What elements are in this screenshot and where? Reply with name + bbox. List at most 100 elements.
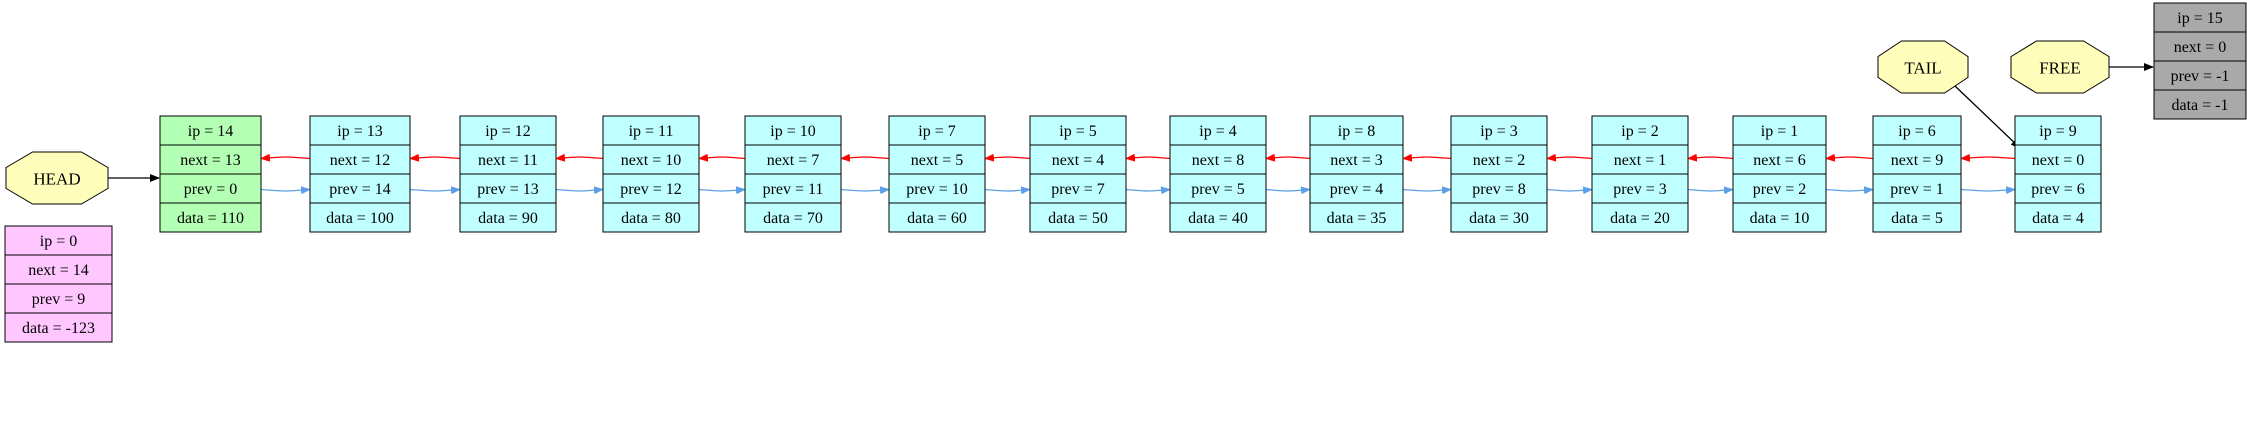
prev-pointer-arrow [840, 186, 890, 195]
list-node: ip = 7 next = 5 prev = 10 data = 60 [888, 115, 986, 233]
field-ip: ip = 3 [1480, 123, 1517, 140]
field-data: data = 5 [1891, 210, 1943, 227]
label-text: HEAD [33, 170, 80, 189]
label-text: TAIL [1904, 59, 1941, 78]
field-prev: prev = 12 [620, 181, 681, 198]
field-next: next = 3 [1330, 152, 1383, 169]
field-prev: prev = 0 [184, 181, 237, 198]
field-prev: prev = 3 [1613, 181, 1666, 198]
field-prev: prev = 11 [763, 181, 824, 198]
field-data: data = 20 [1610, 210, 1670, 227]
field-data: data = 60 [907, 210, 967, 227]
field-next: next = 14 [28, 262, 89, 279]
field-next: next = 13 [180, 152, 241, 169]
prev-pointer-arrow [555, 186, 604, 195]
octagon-shape [2010, 40, 2110, 94]
prev-pointer-arrow [1960, 186, 2016, 195]
field-data: data = -1 [2172, 97, 2229, 114]
field-next: next = 0 [2032, 152, 2085, 169]
edges [108, 63, 2154, 195]
field-data: data = 70 [763, 210, 823, 227]
field-ip: ip = 5 [1059, 123, 1096, 140]
field-next: next = 9 [1891, 152, 1944, 169]
label-text: FREE [2039, 59, 2081, 78]
field-ip: ip = 12 [485, 123, 530, 140]
next-pointer-arrow [840, 153, 890, 162]
field-next: next = 10 [621, 152, 682, 169]
next-pointer-arrow [260, 153, 311, 162]
field-prev: prev = 10 [906, 181, 967, 198]
next-pointer-arrow [1125, 153, 1171, 162]
field-prev: prev = 6 [2031, 181, 2084, 198]
field-prev: prev = 14 [329, 181, 390, 198]
next-pointer-arrow [1825, 153, 1874, 162]
field-prev: prev = 9 [32, 291, 85, 308]
field-ip: ip = 11 [629, 123, 674, 140]
field-prev: prev = 4 [1330, 181, 1383, 198]
field-next: next = 6 [1753, 152, 1806, 169]
field-ip: ip = 13 [337, 123, 382, 140]
field-ip: ip = 1 [1761, 123, 1798, 140]
list-node: ip = 1 next = 6 prev = 2 data = 10 [1732, 115, 1827, 233]
head-label: HEAD [5, 151, 109, 205]
octagon-shape [5, 151, 109, 205]
next-pointer-arrow [698, 153, 746, 162]
field-prev: prev = 2 [1753, 181, 1806, 198]
field-data: data = 35 [1327, 210, 1387, 227]
prev-pointer-arrow [984, 186, 1031, 195]
field-prev: prev = 1 [1890, 181, 1943, 198]
field-data: data = 30 [1469, 210, 1529, 227]
field-next: next = 11 [478, 152, 538, 169]
field-data: data = 100 [326, 210, 394, 227]
prev-pointer-arrow [1402, 186, 1452, 195]
field-next: next = 12 [330, 152, 391, 169]
field-next: next = 4 [1052, 152, 1105, 169]
list-node: ip = 12 next = 11 prev = 13 data = 90 [459, 115, 557, 233]
field-data: data = 50 [1048, 210, 1108, 227]
field-next: next = 5 [911, 152, 964, 169]
field-next: next = 8 [1192, 152, 1245, 169]
prev-pointer-arrow [698, 186, 746, 195]
prev-pointer-arrow [1125, 186, 1171, 195]
field-ip: ip = 7 [918, 123, 955, 140]
field-next: next = 7 [767, 152, 820, 169]
prev-pointer-arrow [409, 186, 461, 195]
next-pointer-arrow [409, 153, 461, 162]
field-data: data = 110 [177, 210, 244, 227]
free-label: FREE [2010, 40, 2110, 94]
prev-pointer-arrow [1687, 186, 1734, 195]
field-next: next = 1 [1614, 152, 1667, 169]
pointer-labels: HEAD TAIL FREE [5, 40, 2110, 205]
next-pointer-arrow [1546, 153, 1593, 162]
prev-pointer-arrow [1265, 186, 1311, 195]
field-data: data = -123 [22, 320, 95, 337]
list-node: ip = 13 next = 12 prev = 14 data = 100 [309, 115, 411, 233]
octagon-shape [1877, 40, 1969, 94]
next-pointer-arrow [1265, 153, 1311, 162]
field-data: data = 90 [478, 210, 538, 227]
tail-label: TAIL [1877, 40, 1969, 94]
field-data: data = 10 [1750, 210, 1810, 227]
prev-pointer-arrow [1825, 186, 1874, 195]
prev-pointer-arrow [1546, 186, 1593, 195]
field-prev: prev = 5 [1191, 181, 1244, 198]
prev-pointer-arrow [260, 186, 311, 195]
field-next: next = 0 [2174, 39, 2227, 56]
field-data: data = 4 [2032, 210, 2084, 227]
field-ip: ip = 0 [40, 233, 77, 250]
field-next: next = 2 [1473, 152, 1526, 169]
next-pointer-arrow [1402, 153, 1452, 162]
field-prev: prev = 13 [477, 181, 538, 198]
field-ip: ip = 9 [2039, 123, 2076, 140]
